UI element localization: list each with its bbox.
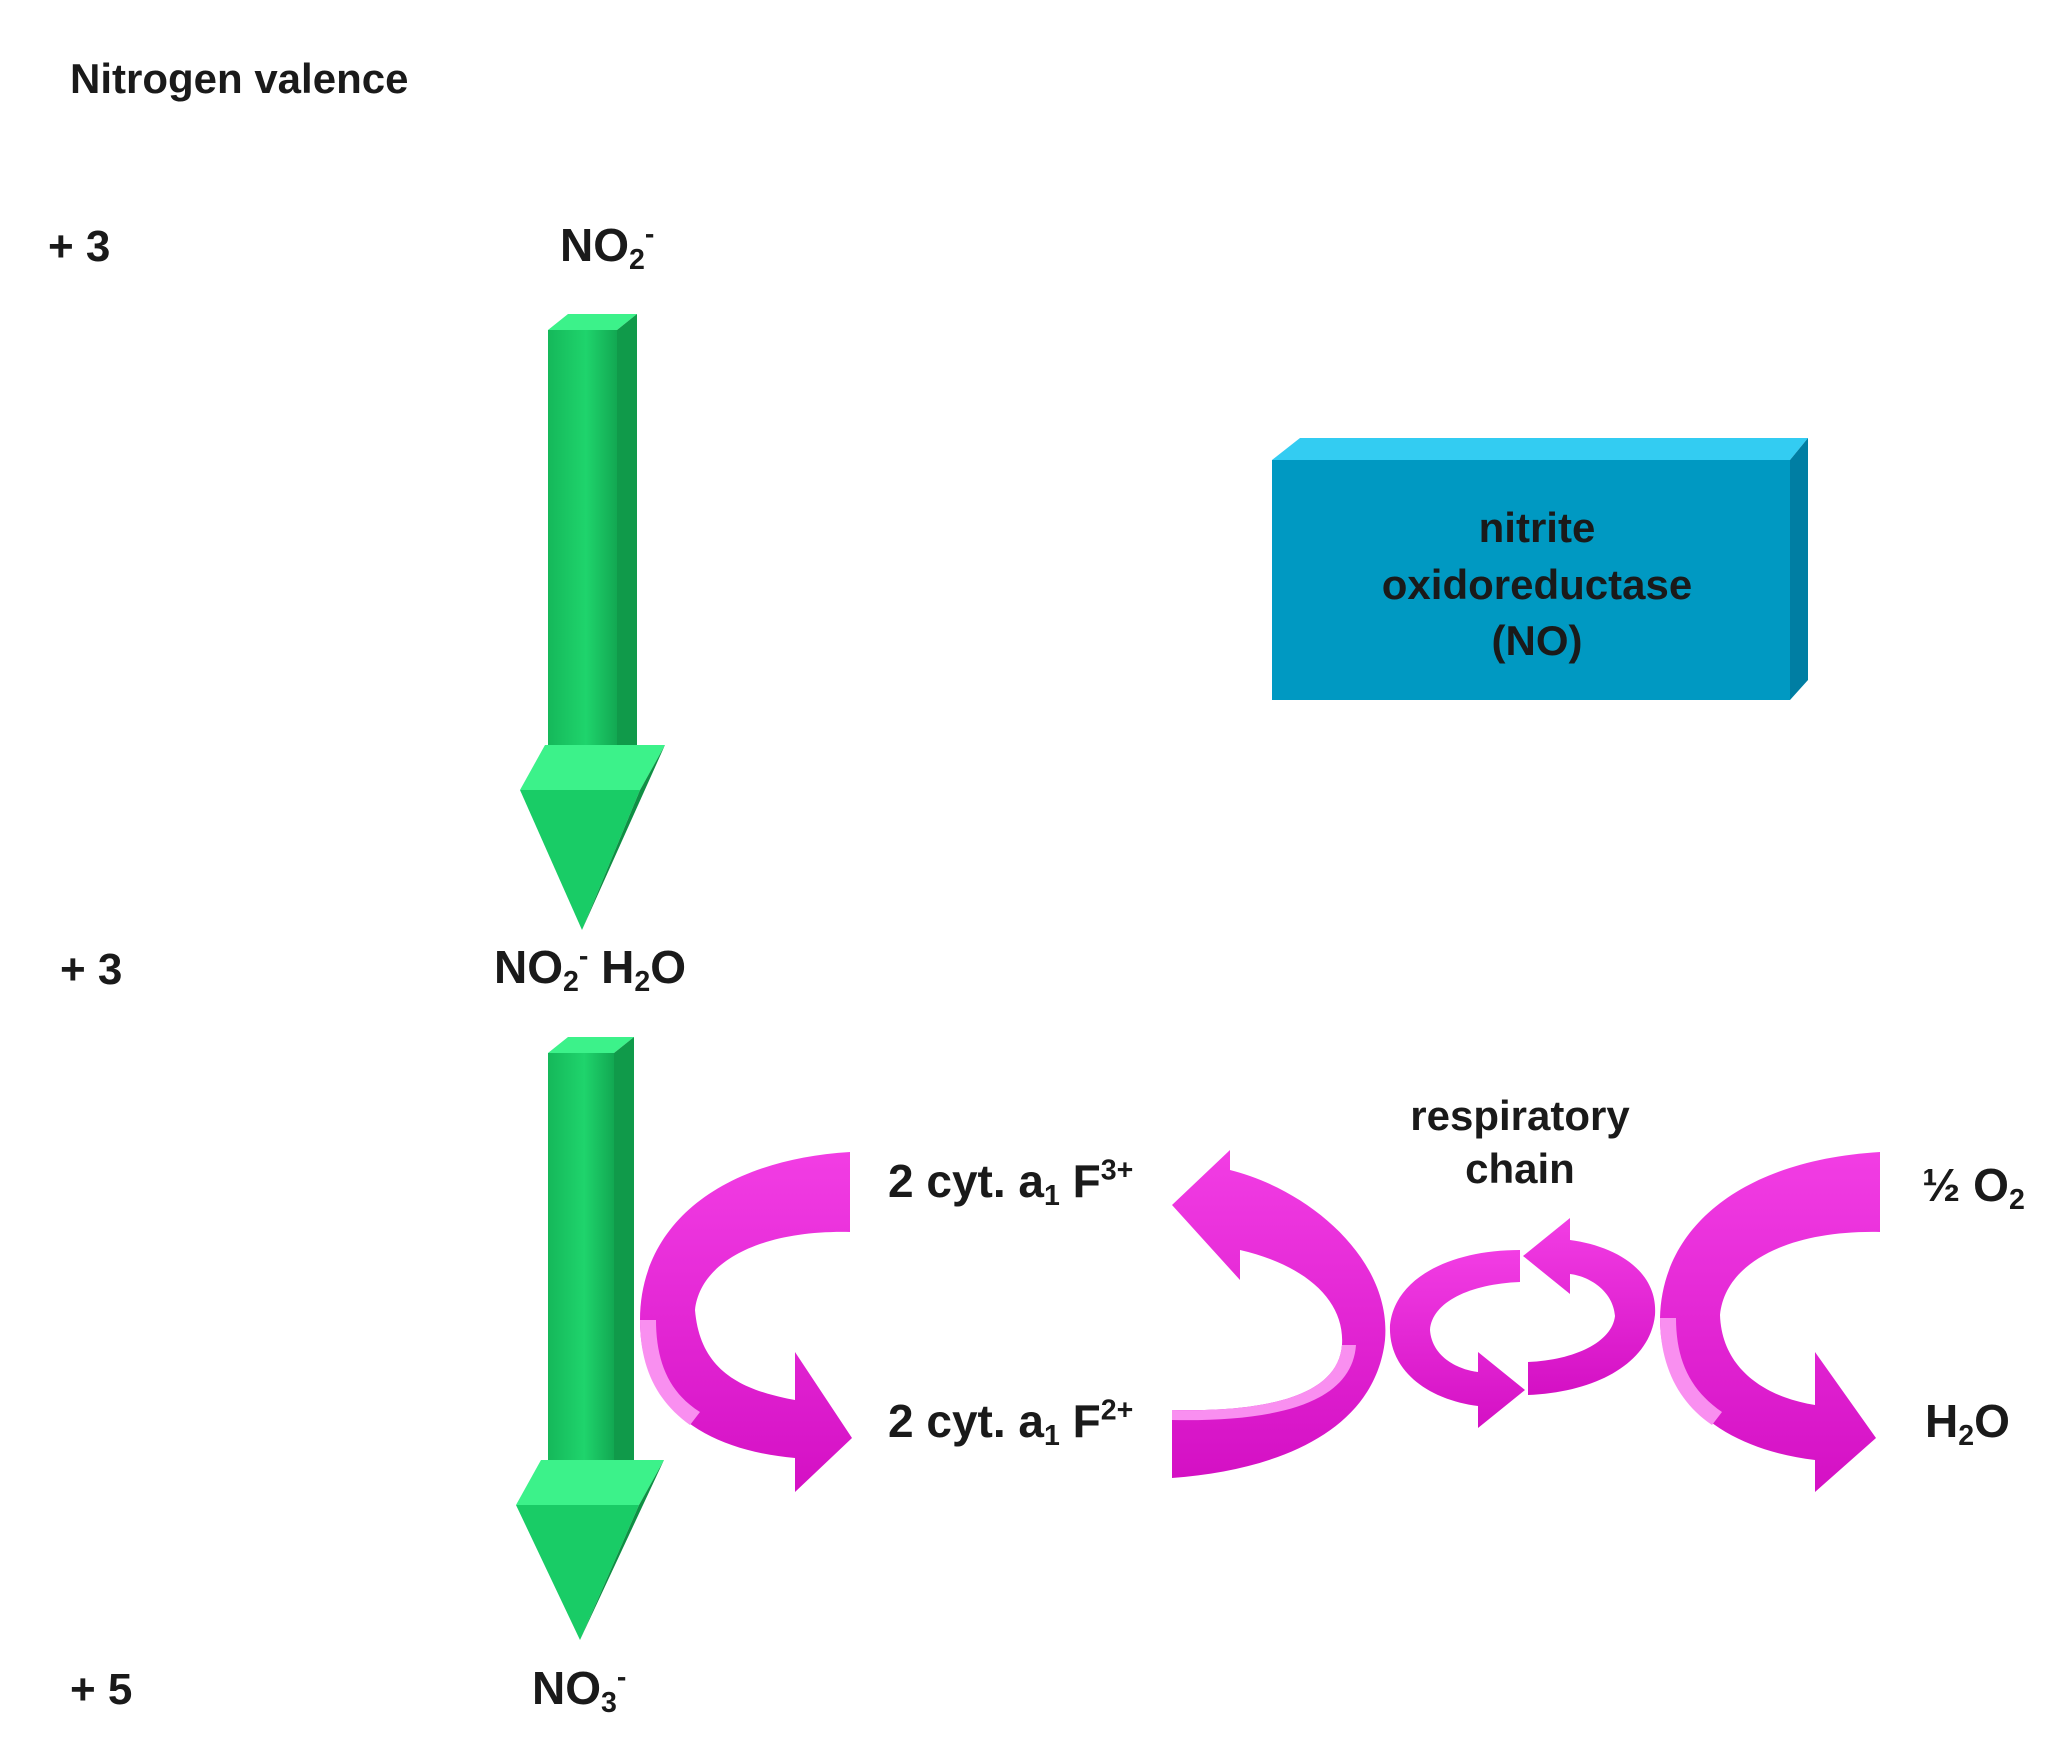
- lower-reaction-arrow: [516, 1037, 664, 1640]
- respiratory-chain-line1: respiratory: [1410, 1092, 1630, 1139]
- nitrate-label: NO3-: [532, 1661, 627, 1719]
- enzyme-name-line2: oxidoreductase: [1381, 560, 1693, 608]
- enzyme-abbreviation: (NO): [1491, 617, 1583, 665]
- oxygen-reduction-arrow: [1660, 1152, 1880, 1492]
- enzyme-label: nitrite oxidoreductase (NO): [1272, 500, 1802, 670]
- nitrite-label: NO2-: [560, 218, 655, 276]
- respiratory-chain-label: respiratory chain: [1390, 1090, 1650, 1195]
- valence-label: + 5: [70, 1665, 133, 1714]
- respiratory-chain-left-arc: [1172, 1150, 1386, 1478]
- nitrite-hydrate-label: NO2- H2O: [494, 940, 687, 998]
- enzyme-box: [1272, 438, 1808, 700]
- enzyme-name-line1: nitrite: [1478, 504, 1596, 551]
- water-label: H2O: [1925, 1395, 2010, 1452]
- valence-label: + 3: [60, 945, 123, 994]
- valence-label: + 3: [48, 222, 111, 271]
- respiratory-chain-line2: chain: [1465, 1144, 1575, 1192]
- cytochrome-oxidized-label: 2 cyt. a1 F3+: [888, 1154, 1134, 1212]
- cytochrome-reduction-arrow: [640, 1152, 852, 1492]
- oxygen-label: ½ O2: [1922, 1159, 2025, 1216]
- upper-reaction-arrow: [520, 314, 665, 930]
- axis-title: Nitrogen valence: [70, 55, 409, 102]
- respiratory-chain-inner-cycle: [1389, 1218, 1656, 1428]
- cytochrome-reduced-label: 2 cyt. a1 F2+: [888, 1394, 1134, 1452]
